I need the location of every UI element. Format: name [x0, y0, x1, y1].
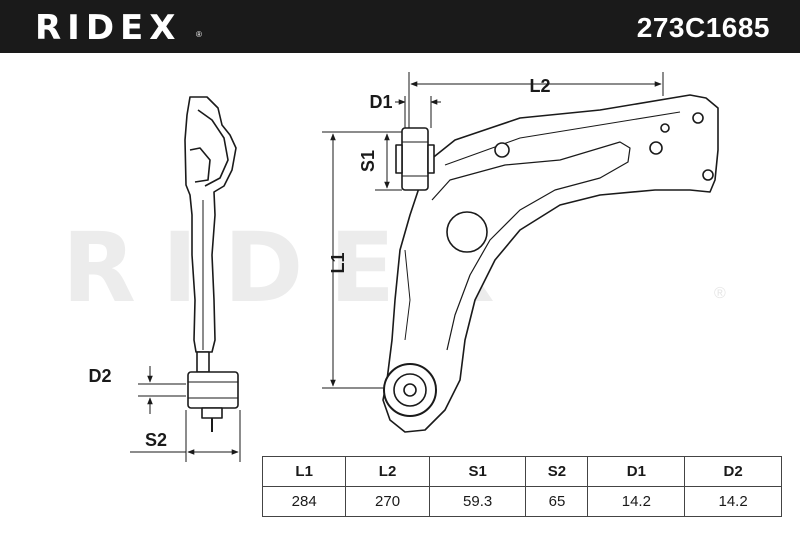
brand-logo: RIDEX: [35, 8, 182, 48]
dim-label-s2: S2: [145, 430, 167, 450]
table-cell: 59.3: [428, 486, 527, 517]
table-cell: 14.2: [587, 486, 686, 517]
column-header: S2: [525, 456, 589, 487]
table-cell: 270: [345, 486, 430, 517]
header-bar: RIDEX ® 273C1685: [0, 0, 800, 53]
table-cell: 14.2: [684, 486, 782, 517]
part-number: 273C1685: [636, 12, 770, 43]
brand-registered-mark: ®: [196, 30, 202, 39]
table-header-row: L1 L2 S1 S2 D1 D2: [261, 456, 782, 487]
watermark-registered-mark: ®: [714, 285, 726, 302]
table-row: 284 270 59.3 65 14.2 14.2: [261, 486, 782, 517]
specifications-table: L1 L2 S1 S2 D1 D2 284 270 59.3 65 14.2 1…: [261, 456, 782, 517]
dim-label-l2: L2: [529, 76, 550, 96]
dim-label-d2: D2: [88, 366, 111, 386]
column-header: D1: [587, 456, 686, 487]
dim-label-l1: L1: [328, 252, 348, 273]
column-header: L2: [345, 456, 430, 487]
dimension-lines: [130, 72, 664, 462]
dim-label-s1: S1: [358, 150, 378, 172]
table-cell: 284: [261, 486, 347, 517]
dim-label-d1: D1: [369, 92, 392, 112]
column-header: L1: [261, 456, 347, 487]
table-cell: 65: [525, 486, 589, 517]
column-header: S1: [428, 456, 527, 487]
top-view: [382, 94, 719, 433]
side-view: [184, 96, 239, 432]
column-header: D2: [684, 456, 782, 487]
